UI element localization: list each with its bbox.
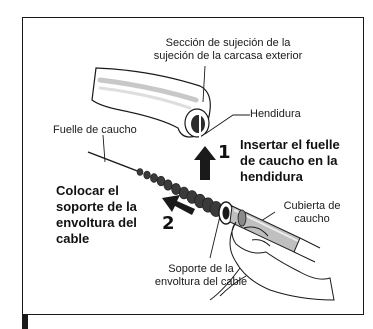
- rubber-bellows-label: Fuelle de caucho: [53, 124, 137, 136]
- step1-number: 1: [218, 142, 231, 163]
- housing-section-line2: sujeción de la carcasa exterior: [153, 50, 303, 62]
- housing-leader-line: [202, 65, 206, 103]
- rubber-cover-line2: caucho: [294, 213, 330, 225]
- insert-up-arrow: [194, 146, 216, 180]
- sheath-support-line2: envoltura del cable: [154, 276, 248, 288]
- slot-leader-line: [204, 114, 250, 135]
- bellows-leader-line: [102, 134, 106, 163]
- step2-instruction: Colocar el soporte de la envoltura del c…: [56, 183, 156, 247]
- step2-line3: envoltura del: [56, 215, 137, 230]
- hand-illustration: [209, 221, 335, 301]
- slot-label: Hendidura: [250, 108, 301, 120]
- step1-line1: Insertar el fuelle: [240, 137, 340, 152]
- sheath-support-line1: Soporte de la: [168, 263, 234, 275]
- step2-line2: soporte de la: [56, 199, 137, 214]
- frame-marker: [22, 314, 28, 329]
- step2-number: 2: [162, 213, 175, 234]
- step1-line3: hendidura: [240, 169, 303, 184]
- step1-line2: de caucho en la: [240, 153, 338, 168]
- step2-line4: cable: [56, 231, 90, 246]
- housing-section-label: Sección de sujeción de la sujeción de la…: [128, 37, 328, 63]
- cable-sheath-support: [218, 201, 234, 225]
- housing-section-line1: Sección de sujeción de la: [165, 37, 291, 49]
- rubber-cover: [229, 205, 321, 263]
- slide-support-arrow: [162, 195, 195, 215]
- support-leader-line: [209, 215, 221, 259]
- rubber-cover-line1: Cubierta de: [283, 200, 341, 212]
- rubber-cover-label: Cubierta de caucho: [272, 200, 352, 226]
- step2-line1: Colocar el: [56, 183, 119, 198]
- inner-wire: [87, 151, 141, 173]
- step1-instruction: Insertar el fuelle de caucho en la hendi…: [240, 137, 340, 185]
- sheath-support-label: Soporte de la envoltura del cable: [136, 263, 266, 289]
- diagram-frame: [22, 17, 364, 315]
- outer-housing-clamp: [91, 67, 211, 139]
